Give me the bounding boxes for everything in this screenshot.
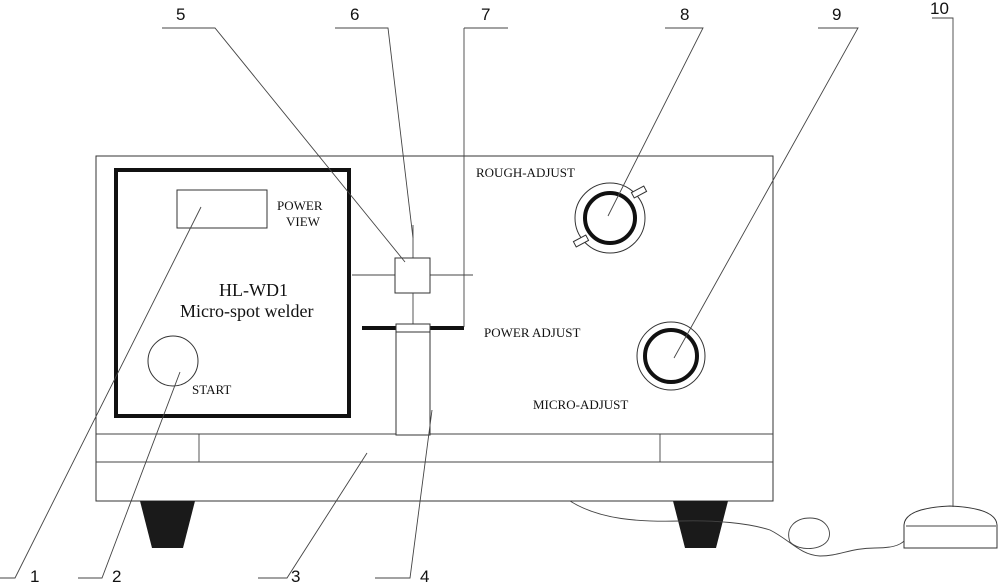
callout-10: 10 bbox=[930, 0, 949, 18]
electrode-column bbox=[395, 331, 431, 436]
left-foot bbox=[140, 501, 195, 548]
rough-knob-tab-bottom bbox=[572, 234, 590, 248]
power-view-display bbox=[176, 189, 268, 229]
start-button bbox=[147, 335, 199, 387]
callout-3: 3 bbox=[291, 567, 300, 582]
rough-knob-tab-top bbox=[630, 185, 648, 199]
callout-8: 8 bbox=[680, 5, 689, 24]
foot-pedal bbox=[903, 505, 998, 549]
control-panel-frame bbox=[114, 168, 351, 418]
micro-knob-dial bbox=[643, 328, 699, 384]
head-block bbox=[394, 257, 431, 294]
foot-pedal-assembly bbox=[569, 500, 998, 557]
leader-1 bbox=[0, 206, 202, 579]
callout-6: 6 bbox=[350, 5, 359, 24]
callout-7: 7 bbox=[481, 5, 490, 24]
leader-5 bbox=[162, 27, 406, 263]
leader-2 bbox=[78, 371, 181, 579]
rough-adjust-label: ROUGH-ADJUST bbox=[476, 165, 575, 180]
callout-2: 2 bbox=[112, 567, 121, 582]
bottom-leaders bbox=[0, 206, 433, 579]
leader-3 bbox=[258, 452, 368, 579]
callout-1: 1 bbox=[30, 567, 39, 582]
top-leaders bbox=[162, 17, 954, 507]
cable-loop bbox=[788, 517, 830, 549]
pedal-cable bbox=[569, 500, 906, 557]
start-label: START bbox=[192, 382, 231, 397]
callout-4: 4 bbox=[420, 567, 429, 582]
leader-4 bbox=[375, 409, 433, 579]
welding-head bbox=[352, 225, 473, 436]
power-view-label-line2: VIEW bbox=[286, 214, 321, 229]
product-label: Micro-spot welder bbox=[180, 301, 313, 321]
micro-adjust-label: MICRO-ADJUST bbox=[533, 397, 628, 412]
right-foot bbox=[673, 501, 728, 548]
electrode-collar bbox=[395, 323, 431, 333]
micro-adjust-knob bbox=[636, 321, 706, 391]
callout-9: 9 bbox=[832, 5, 841, 24]
power-view-label-line1: POWER bbox=[277, 198, 323, 213]
leader-8 bbox=[607, 27, 704, 217]
power-adjust-label: POWER ADJUST bbox=[484, 325, 580, 340]
leader-6 bbox=[335, 27, 414, 239]
micro-knob-outer-ring bbox=[636, 321, 706, 391]
rough-adjust-knob bbox=[572, 182, 648, 254]
callout-5: 5 bbox=[176, 5, 185, 24]
leader-10 bbox=[932, 17, 954, 507]
model-label: HL-WD1 bbox=[219, 280, 288, 300]
leader-9 bbox=[673, 27, 859, 359]
rough-knob-dial bbox=[583, 191, 637, 245]
